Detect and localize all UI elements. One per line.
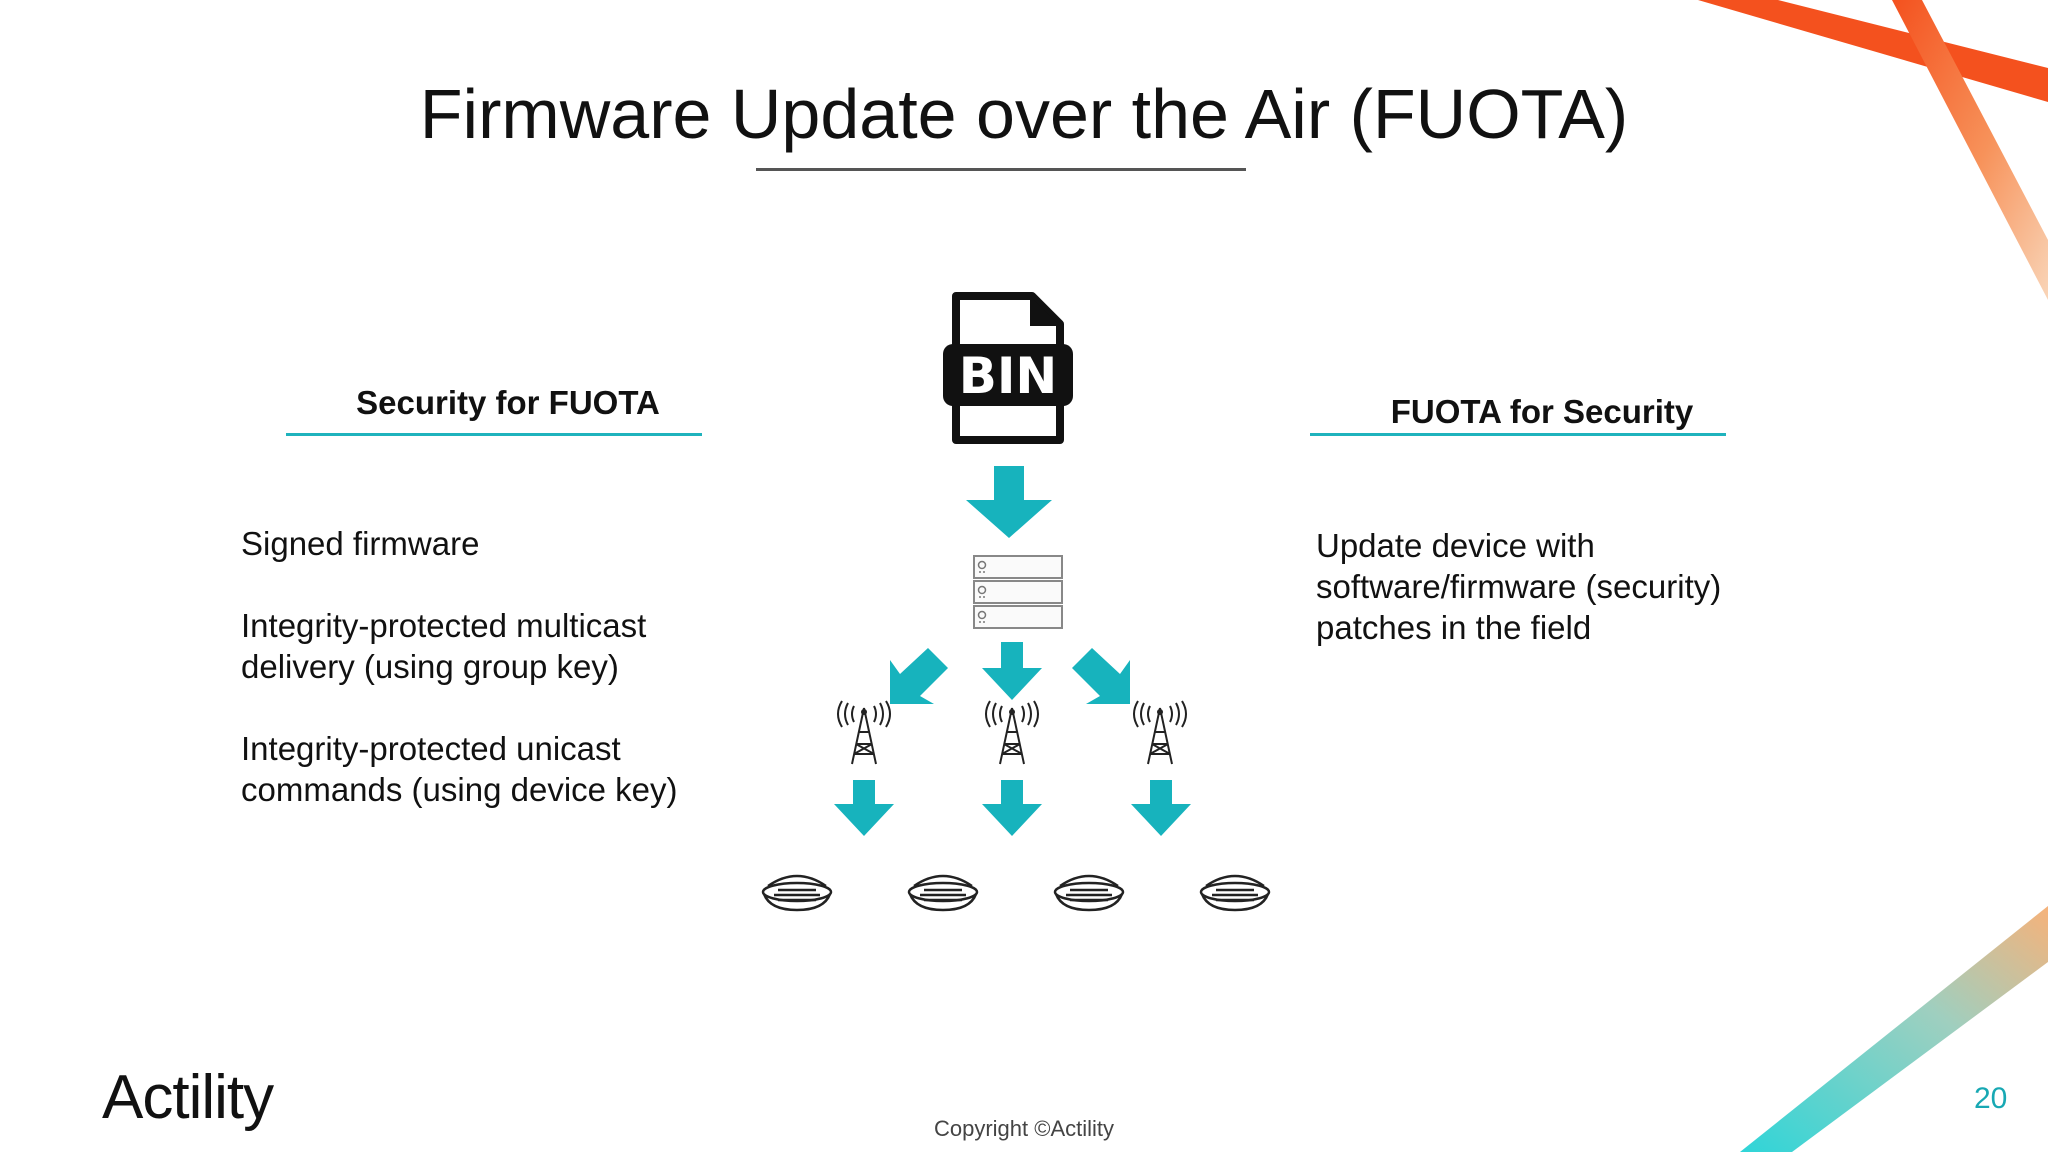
end-device-icon-4 [1198, 868, 1272, 914]
bin-file-label: BIN [959, 347, 1058, 405]
arrow-down-gateway-2 [982, 780, 1042, 836]
server-icon [972, 554, 1064, 630]
arrow-down-gateway-3 [1131, 780, 1191, 836]
right-heading: FUOTA for Security [1390, 393, 1694, 430]
arrow-down-to-server [966, 466, 1052, 538]
end-device-icon-1 [760, 868, 834, 914]
title-underline [756, 168, 1246, 171]
gateway-antenna-icon-3 [1132, 700, 1188, 766]
left-item-multicast-line1: Integrity-protected multicast [241, 607, 647, 644]
left-heading-rule [286, 433, 702, 436]
left-item-unicast-line2: commands (using device key) [241, 771, 678, 808]
actility-logo: Actility [102, 1063, 274, 1132]
gateway-antenna-icon-2 [984, 700, 1040, 766]
left-item-unicast-line1: Integrity-protected unicast [241, 730, 621, 767]
right-line-2: software/firmware (security) [1316, 568, 1722, 605]
page-number: 20 [1974, 1082, 2008, 1115]
bin-file-icon: BIN [940, 292, 1076, 446]
end-device-icon-3 [1052, 868, 1126, 914]
slide-title: Firmware Update over the Air (FUOTA) [419, 75, 1629, 153]
right-heading-rule [1310, 433, 1726, 436]
left-heading: Security for FUOTA [356, 384, 660, 421]
arrow-down-gateway-1 [834, 780, 894, 836]
arrow-diag-left [890, 648, 948, 704]
corner-decoration-top [1698, 0, 2048, 300]
left-list: Signed firmware Integrity-protected mult… [241, 523, 781, 810]
left-item-signed-firmware: Signed firmware [241, 525, 480, 562]
copyright-notice: Copyright ©Actility [933, 1116, 1115, 1141]
end-device-icon-2 [906, 868, 980, 914]
gateway-antenna-icon-1 [836, 700, 892, 766]
left-item-multicast-line2: delivery (using group key) [241, 648, 619, 685]
arrow-down-center [982, 642, 1042, 700]
right-line-3: patches in the field [1316, 609, 1592, 646]
right-line-1: Update device with [1316, 527, 1595, 564]
right-text: Update device with software/firmware (se… [1316, 525, 1836, 648]
corner-decoration-bottom [1740, 906, 2048, 1152]
arrow-diag-right [1072, 648, 1130, 704]
